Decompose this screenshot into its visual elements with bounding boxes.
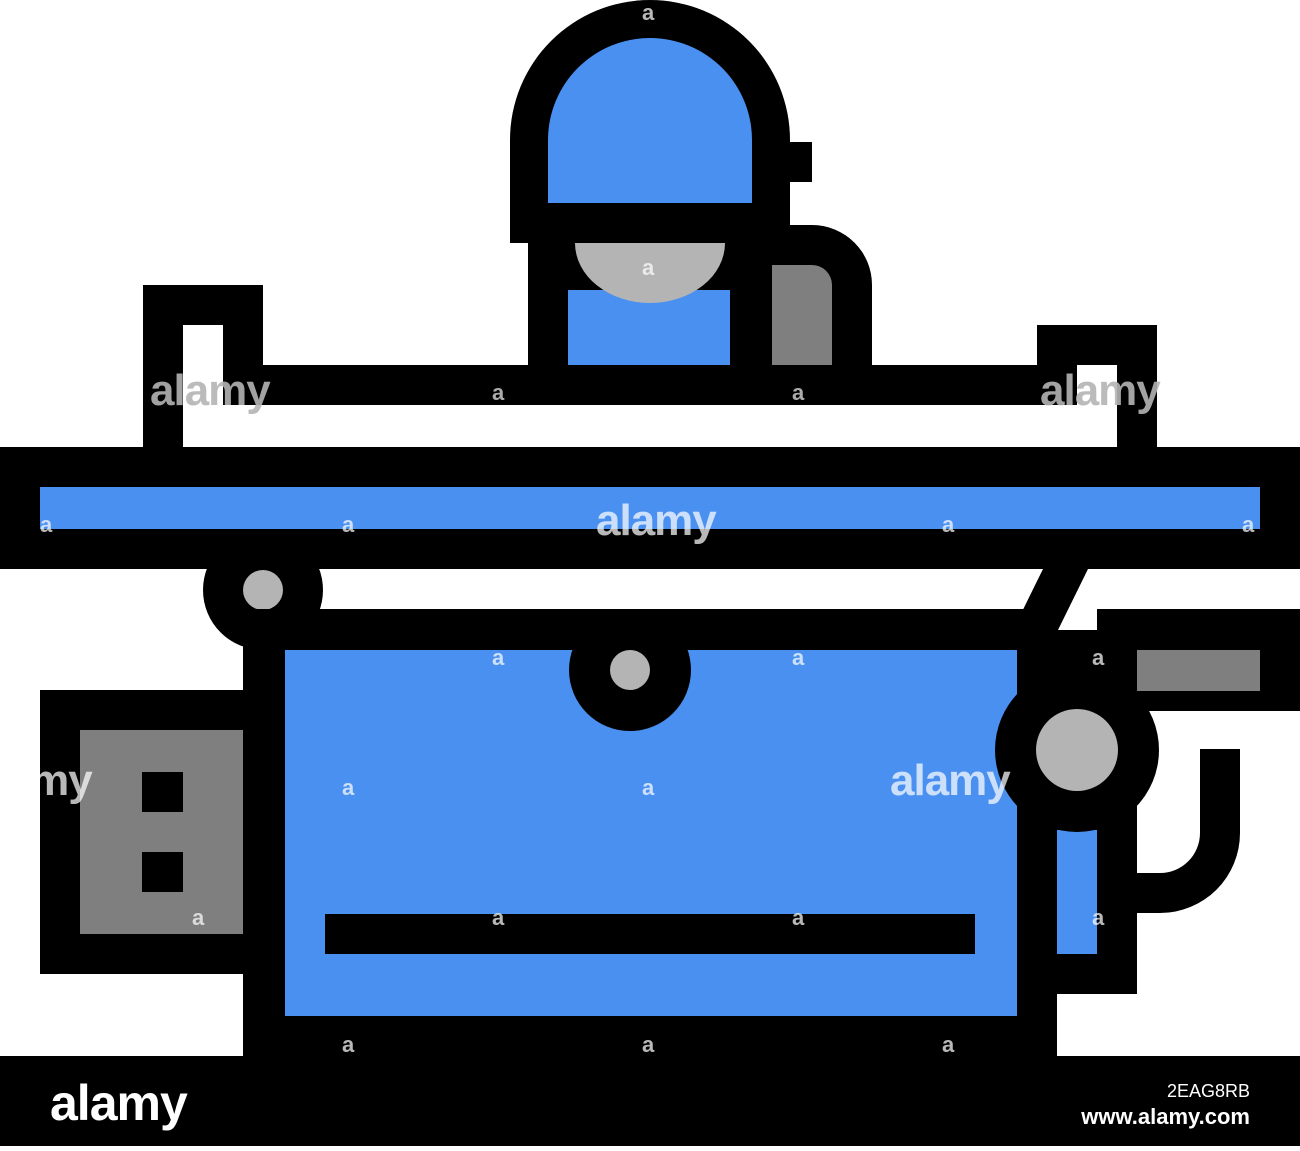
center-knob-icon	[569, 609, 691, 731]
rip-fence	[143, 285, 1157, 447]
control-box	[40, 690, 243, 974]
alamy-logo: alamy	[50, 1075, 188, 1131]
image-credit: 2EAG8RB www.alamy.com	[1081, 1078, 1250, 1130]
dust-port	[772, 225, 872, 383]
blade-guard-icon	[510, 0, 812, 243]
image-id: 2EAG8RB	[1166, 1081, 1250, 1101]
crank-handle-icon	[995, 609, 1300, 913]
guard-column	[528, 243, 772, 383]
watermark-footer: alamy 2EAG8RB www.alamy.com	[0, 1056, 1300, 1146]
switch-button-icon	[142, 772, 183, 812]
switch-button-icon	[142, 852, 183, 892]
source-url: www.alamy.com	[1081, 1104, 1250, 1129]
body-slot	[325, 914, 975, 954]
table-top	[0, 447, 1300, 569]
